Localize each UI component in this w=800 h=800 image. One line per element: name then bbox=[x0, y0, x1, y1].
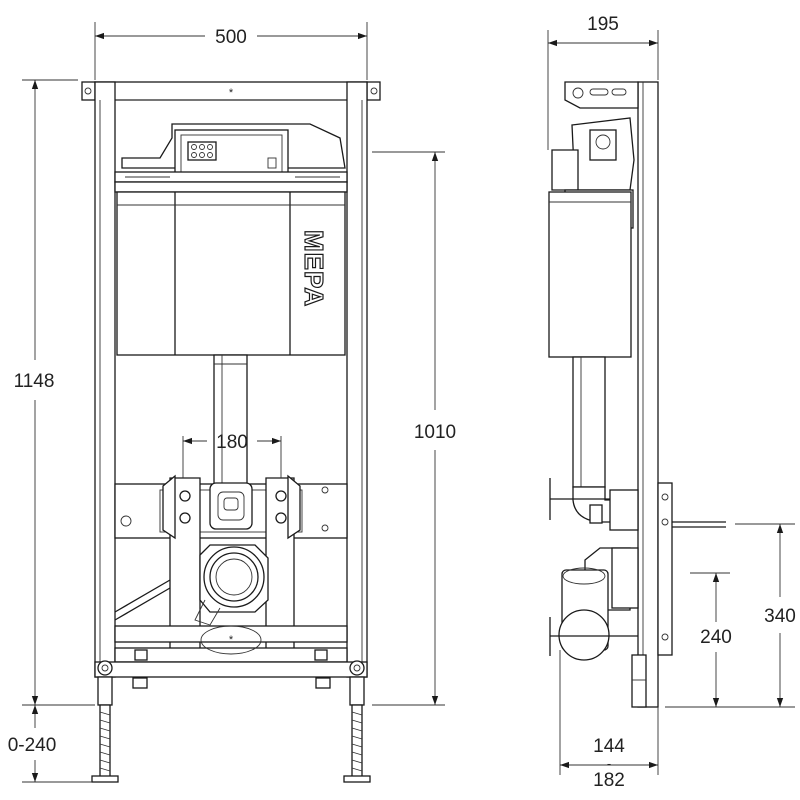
drain-connector bbox=[194, 544, 269, 626]
dim-side-bottom: 144 - 182 bbox=[559, 650, 659, 791]
dim-label-1010: 1010 bbox=[414, 422, 456, 443]
dim-label-240: 240 bbox=[700, 627, 732, 648]
right-post bbox=[346, 81, 368, 678]
dim-front-height: 1148 bbox=[14, 79, 95, 706]
flush-pipe bbox=[213, 354, 248, 486]
leg-left bbox=[91, 676, 119, 783]
dim-front-inner-height: 1010 bbox=[372, 151, 456, 706]
dim-label-182: 182 bbox=[593, 770, 625, 791]
dim-label-340: 340 bbox=[764, 606, 796, 627]
dim-side-depth: 195 bbox=[547, 14, 659, 150]
dim-label-1148: 1148 bbox=[14, 371, 55, 392]
flush-outlet bbox=[209, 482, 253, 530]
dim-label-separator: - bbox=[607, 756, 611, 771]
dim-label-144: 144 bbox=[593, 736, 625, 757]
svg-text:*: * bbox=[229, 87, 234, 99]
dim-front-bolt-spacing: 180 bbox=[182, 432, 282, 478]
cistern-body bbox=[116, 191, 346, 356]
dim-front-width: 500 bbox=[94, 22, 368, 80]
dim-label-0-240: 0-240 bbox=[8, 735, 57, 756]
dim-label-180: 180 bbox=[216, 432, 248, 453]
front-view: * MEPA bbox=[81, 81, 381, 783]
bolt-bracket-right bbox=[265, 474, 301, 651]
bolt-bracket-left bbox=[162, 474, 201, 651]
side-bolt-plate bbox=[657, 482, 673, 656]
side-cistern-body bbox=[548, 191, 632, 358]
side-back-panel bbox=[637, 81, 659, 708]
left-post bbox=[94, 81, 116, 678]
svg-text:*: * bbox=[229, 634, 234, 646]
side-view bbox=[548, 81, 726, 708]
mepa-logo: MEPA bbox=[299, 230, 329, 307]
dim-label-500: 500 bbox=[215, 27, 247, 48]
leg-right bbox=[343, 676, 371, 783]
dim-front-leg-range: 0-240 bbox=[8, 705, 92, 783]
dim-side-340: 340 bbox=[665, 523, 796, 708]
dim-side-240: 240 bbox=[690, 572, 732, 707]
dim-label-195: 195 bbox=[587, 14, 619, 35]
actuator-buttons bbox=[187, 141, 217, 161]
